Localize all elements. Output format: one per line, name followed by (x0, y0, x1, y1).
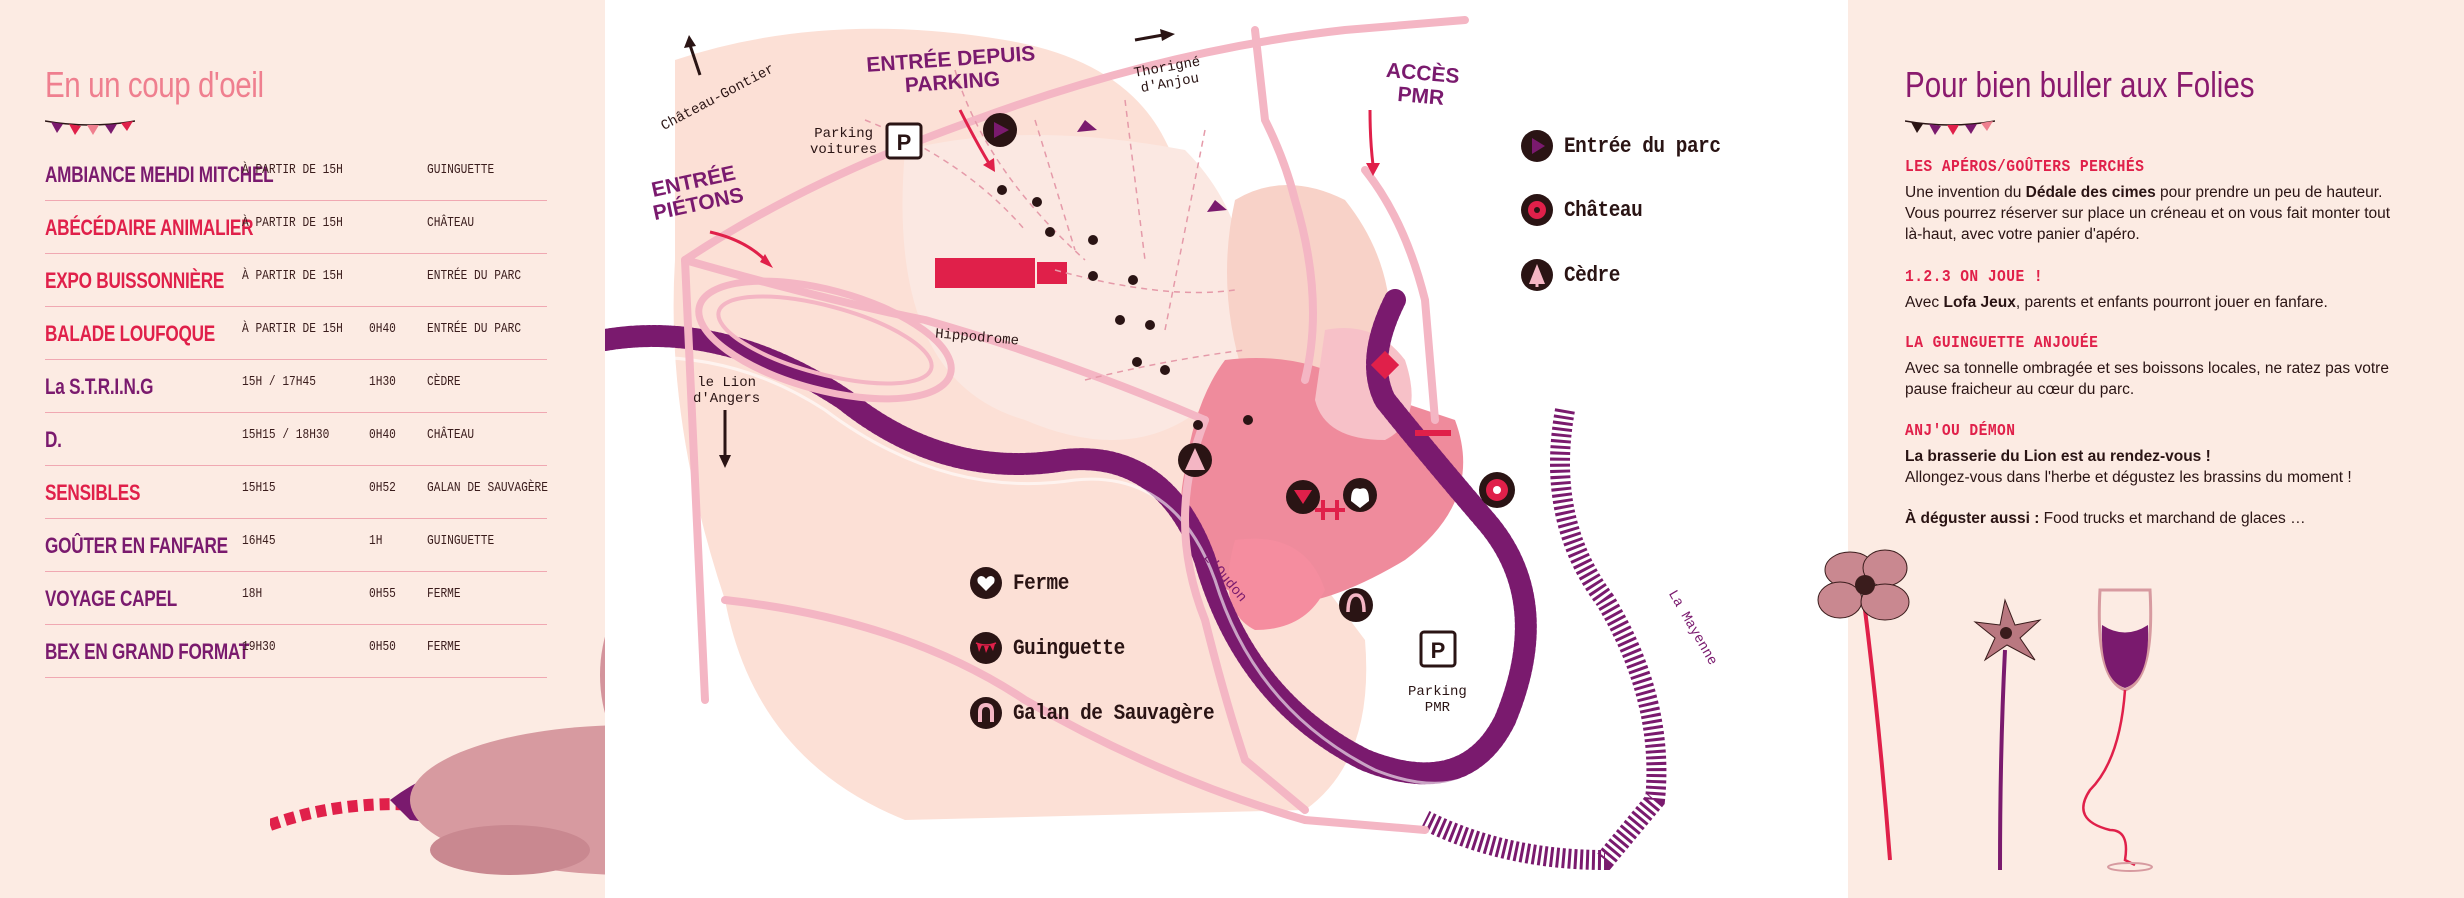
program-time: 16H45 (242, 533, 276, 549)
program-duration: 0H52 (369, 480, 396, 496)
program-time: 19H30 (242, 639, 276, 655)
program-time: À PARTIR DE 15H (242, 215, 343, 231)
program-name: VOYAGE CAPEL (45, 586, 177, 611)
park-map: P P Château-Gontier ENTRÉE PIÉTONS ENTRÉ… (605, 0, 1848, 898)
program-place: CÈDRE (427, 374, 461, 390)
program-name: GOÛTER EN FANFARE (45, 533, 228, 558)
legend-entree-parc: Entrée du parc (1520, 126, 1742, 166)
legend-galan-sauvagere: Galan de Sauvagère (969, 693, 1242, 733)
bunting-decoration-right (1905, 120, 1995, 135)
info-section-anjou-demon: ANJ'OU DÉMON La brasserie du Lion est au… (1905, 422, 2352, 486)
label-parking-pmr: Parking PMR (1408, 684, 1467, 716)
p-sign-parking: P (897, 130, 912, 155)
program-time: 15H15 / 18H30 (242, 427, 330, 443)
chateau-target-icon (1521, 194, 1553, 226)
program-name: EXPO BUISSONNIÈRE (45, 268, 225, 293)
program-place: ENTRÉE DU PARC (427, 321, 522, 337)
program-time: 18H (242, 586, 263, 602)
heart-icon (970, 567, 1002, 599)
program-duration: 0H55 (369, 586, 396, 602)
info-footer: À déguster aussi : Food trucks et marcha… (1905, 510, 2306, 527)
info-section-guinguette: LA GUINGUETTE ANJOUÉE Avec sa tonnelle o… (1905, 334, 2389, 398)
program-duration: 1H30 (369, 374, 396, 390)
label-acces-pmr: ACCÈS PMR (1385, 58, 1461, 110)
horseshoe-icon (970, 697, 1002, 729)
info-section-aperos: LES APÉROS/GOÛTERS PERCHÉS Une invention… (1905, 158, 2391, 243)
map-drawing: P P (605, 16, 1667, 871)
program-name: BEX EN GRAND FORMAT (45, 639, 250, 664)
program-row: BALADE LOUFOQUE À PARTIR DE 15H 0H40 ENTRÉE… (45, 307, 547, 360)
program-title: En un coup d'oeil (45, 64, 264, 105)
program-place: GUINGUETTE (427, 533, 495, 549)
program-time: 15H / 17H45 (242, 374, 316, 390)
program-duration: 0H40 (369, 321, 396, 337)
program-place: ENTRÉE DU PARC (427, 268, 522, 284)
program-place: CHÂTEAU (427, 427, 475, 443)
label-parking-voitures: Parking voitures (810, 126, 878, 158)
bunting-icon (970, 632, 1002, 664)
p-sign-pmr: P (1431, 638, 1446, 663)
program-name: SENSIBLES (45, 480, 141, 505)
program-time: 15H15 (242, 480, 276, 496)
program-row: VOYAGE CAPEL 18H 0H55 FERME (45, 572, 547, 625)
program-name: D. (45, 427, 62, 452)
program-name: ABÉCÉDAIRE ANIMALIER (45, 215, 254, 240)
program-row: La S.T.R.I.N.G 15H / 17H45 1H30 CÈDRE (45, 360, 547, 413)
entrance-arrow-icon (1521, 130, 1553, 162)
legend-chateau: Château (1520, 190, 1653, 230)
program-row: D. 15H15 / 18H30 0H40 CHÂTEAU (45, 413, 547, 466)
program-duration: 0H40 (369, 427, 396, 443)
bunting-decoration-left (45, 120, 135, 135)
program-place: GALAN DE SAUVAGÈRE (427, 480, 548, 496)
program-time: À PARTIR DE 15H (242, 162, 343, 178)
legend-ferme: Ferme (969, 563, 1077, 603)
program-name: AMBIANCE MEHDI MITCHEL (45, 162, 274, 187)
info-title: Pour bien buller aux Folies (1905, 64, 2255, 105)
cedar-tree-icon (1521, 259, 1553, 291)
program-name: BALADE LOUFOQUE (45, 321, 216, 346)
program-duration: 0H50 (369, 639, 396, 655)
program-row: EXPO BUISSONNIÈRE À PARTIR DE 15H ENTRÉE D… (45, 254, 547, 307)
program-place: FERME (427, 586, 461, 602)
flowers-glass-illustration (1817, 549, 2153, 872)
program-place: CHÂTEAU (427, 215, 475, 231)
label-lion-angers: le Lion d'Angers (693, 375, 761, 407)
right-panel (1848, 0, 2464, 898)
program-row: SENSIBLES 15H15 0H52 GALAN DE SAUVAGÈRE (45, 466, 548, 519)
program-place: FERME (427, 639, 461, 655)
program-time: À PARTIR DE 15H (242, 321, 343, 337)
program-time: À PARTIR DE 15H (242, 268, 343, 284)
program-place: GUINGUETTE (427, 162, 495, 178)
program-name: La S.T.R.I.N.G (45, 374, 154, 399)
program-duration: 1H (369, 533, 383, 549)
legend-cedre: Cèdre (1520, 255, 1628, 295)
program-row: GOÛTER EN FANFARE 16H45 1H GUINGUETTE (45, 519, 547, 572)
legend-guinguette: Guinguette (969, 628, 1140, 668)
info-section-on-joue: 1.2.3 ON JOUE ! Avec Lofa Jeux, parents … (1905, 268, 2328, 311)
